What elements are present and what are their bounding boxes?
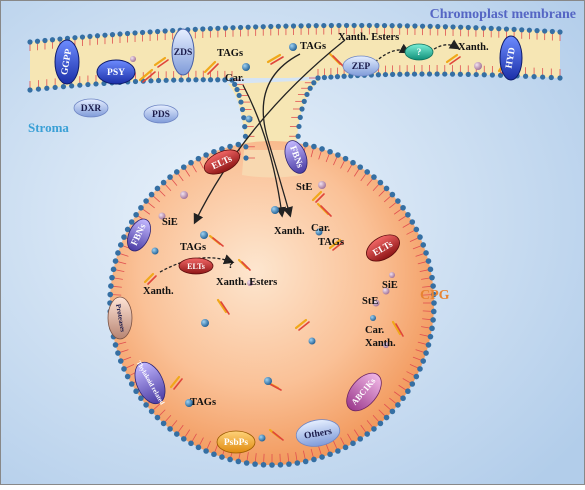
protein-psbps-label: PsbPs [224, 438, 249, 448]
protein-pds-label: PDS [152, 110, 170, 120]
protein-others[interactable]: Others [294, 416, 342, 449]
label-car: Car. [225, 73, 245, 84]
plastoglobule [110, 141, 434, 465]
label-xanth-esters: Xanth. Esters [338, 32, 399, 43]
protein-ggpp-label: GGPP [60, 48, 74, 76]
protein-zep[interactable]: ZEP [342, 55, 380, 77]
protein-unknown-label: ? [417, 48, 422, 58]
label-sie-right: SiE [382, 280, 398, 291]
protein-fbns-left[interactable]: FBNs [123, 215, 155, 254]
arrow-car-to-globule [242, 84, 287, 218]
lipid-droplets [130, 43, 482, 442]
protein-zep-label: ZEP [352, 62, 371, 72]
label-tags-center: TAGs [180, 242, 206, 253]
label-xanth-left: Xanth. [143, 286, 174, 297]
label-xanth-esters-inner: Xanth. Esters [216, 277, 277, 288]
protein-dxr[interactable]: DXR [73, 98, 109, 118]
diagram-title: Chromoplast membrane [430, 7, 576, 22]
protein-zds-label: ZDS [174, 48, 192, 58]
protein-ggpp[interactable]: GGPP [54, 39, 80, 85]
label-ste-top: StE [296, 182, 312, 193]
protein-elts-top[interactable]: ELTs [201, 145, 244, 179]
protein-psy[interactable]: PSY [96, 59, 136, 85]
carotenoid-sticks [138, 52, 509, 441]
cpg-label: CPG [420, 288, 450, 303]
label-car-mid: Car. [311, 223, 331, 234]
arrow-to-left-globule [193, 39, 346, 225]
protein-psbps[interactable]: PsbPs [216, 430, 256, 454]
protein-proteases[interactable]: Proteases [107, 296, 133, 340]
label-tags-bottom: TAGs [190, 397, 216, 408]
arrow-tags-to-globule [262, 53, 301, 218]
protein-elts-right[interactable]: ELTs [362, 229, 404, 266]
label-xanth-mid: Xanth. [274, 226, 305, 237]
protein-hyd-label: HYD [504, 47, 518, 70]
protein-zds[interactable]: ZDS [171, 28, 195, 76]
protein-elts-inner-label: ELTs [187, 262, 205, 271]
label-question-inner: ? [228, 259, 234, 271]
protein-dxr-label: DXR [81, 104, 102, 114]
label-ste-right: StE [362, 296, 378, 307]
label-car-right: Car. [365, 325, 385, 336]
protein-psy-label: PSY [107, 68, 125, 78]
protein-fbns-top[interactable]: FBNs [281, 138, 311, 177]
label-tags-mid: TAGs [318, 237, 344, 248]
label-tags-right: TAGs [300, 41, 326, 52]
protein-others-label: Others [303, 427, 333, 442]
protein-elts-inner[interactable]: ELTs [178, 257, 214, 275]
protein-hyd[interactable]: HYD [499, 35, 523, 81]
protein-unknown[interactable]: ? [404, 43, 434, 61]
label-sie-left: SiE [162, 217, 178, 228]
globule-lipids [107, 141, 437, 468]
label-xanth: Xanth. [458, 42, 489, 53]
protein-abc1ks[interactable]: ABC1Ks [340, 367, 388, 417]
protein-pds[interactable]: PDS [143, 104, 179, 124]
label-xanth-right: Xanth. [365, 338, 396, 349]
arrow-zep-to-question [374, 43, 411, 63]
stroma-label: Stroma [28, 120, 69, 135]
label-tags-left: TAGs [217, 48, 243, 59]
